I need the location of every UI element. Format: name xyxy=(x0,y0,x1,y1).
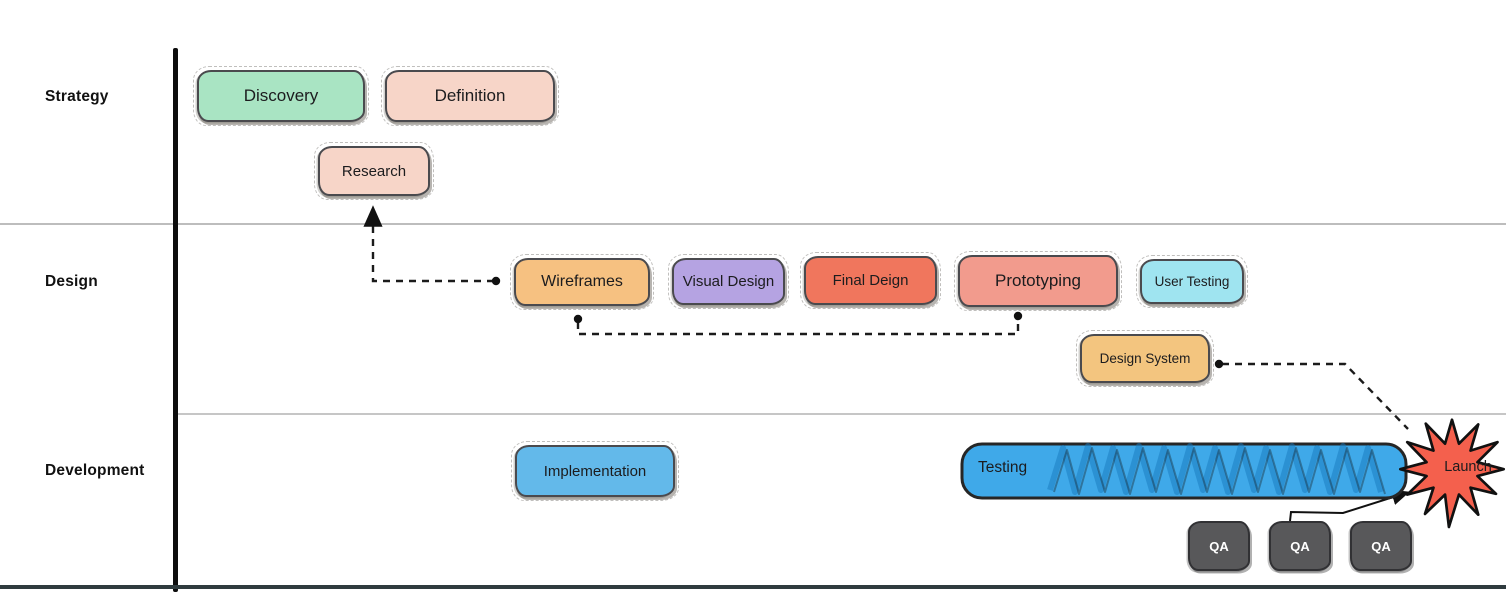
task-user-testing[interactable]: User Testing xyxy=(1136,255,1248,308)
lane-divider-strategy-design xyxy=(0,223,1506,225)
connector-designsystem-launch xyxy=(1222,362,1409,430)
qa-box-1[interactable]: QA xyxy=(1188,521,1250,571)
testing-scribble-blue xyxy=(1047,443,1384,495)
task-prototyping-label: Prototyping xyxy=(995,271,1081,290)
launch-star[interactable] xyxy=(1398,398,1506,548)
connector-dot xyxy=(1214,359,1224,369)
task-research[interactable]: Research xyxy=(314,142,434,200)
connector-dot xyxy=(1013,311,1023,321)
task-visual-design[interactable]: Visual Design xyxy=(668,254,789,309)
task-discovery-label: Discovery xyxy=(243,86,319,105)
connector-wireframes-prototyping xyxy=(576,320,1020,336)
task-testing[interactable] xyxy=(955,432,1425,512)
task-visual-design-label: Visual Design xyxy=(682,273,775,290)
lane-label-development: Development xyxy=(45,462,145,479)
task-final-deign[interactable]: Final Deign xyxy=(800,252,941,309)
lane-label-strategy: Strategy xyxy=(45,88,109,105)
task-discovery[interactable]: Discovery xyxy=(193,66,369,126)
qa-box-2[interactable]: QA xyxy=(1269,521,1331,571)
task-user-testing-label: User Testing xyxy=(1154,274,1230,289)
connector-dot xyxy=(573,314,583,324)
task-design-system[interactable]: Design System xyxy=(1076,330,1214,387)
timeline-axis xyxy=(173,48,178,592)
task-definition[interactable]: Definition xyxy=(381,66,559,126)
task-implementation-label: Implementation xyxy=(543,462,647,480)
task-wireframes[interactable]: Wireframes xyxy=(510,254,654,310)
testing-scribble-dark xyxy=(1053,447,1386,495)
task-definition-label: Definition xyxy=(434,86,506,105)
task-design-system-label: Design System xyxy=(1099,351,1191,366)
bottom-baseline xyxy=(0,585,1506,589)
connector-dot xyxy=(491,276,501,286)
task-implementation[interactable]: Implementation xyxy=(511,441,679,501)
connector-wireframes-research xyxy=(363,205,494,283)
task-wireframes-label: Wireframes xyxy=(541,273,623,290)
task-research-label: Research xyxy=(341,162,407,180)
qa-box-3-label: QA xyxy=(1371,538,1391,554)
qa-box-2-label: QA xyxy=(1290,538,1310,554)
task-prototyping[interactable]: Prototyping xyxy=(954,251,1122,311)
qa-box-3[interactable]: QA xyxy=(1350,521,1412,571)
lane-label-design: Design xyxy=(45,273,98,290)
launch-star-shape[interactable] xyxy=(1398,418,1506,529)
qa-box-1-label: QA xyxy=(1209,538,1229,554)
lane-divider-design-development xyxy=(176,413,1506,415)
task-final-deign-label: Final Deign xyxy=(832,272,909,289)
